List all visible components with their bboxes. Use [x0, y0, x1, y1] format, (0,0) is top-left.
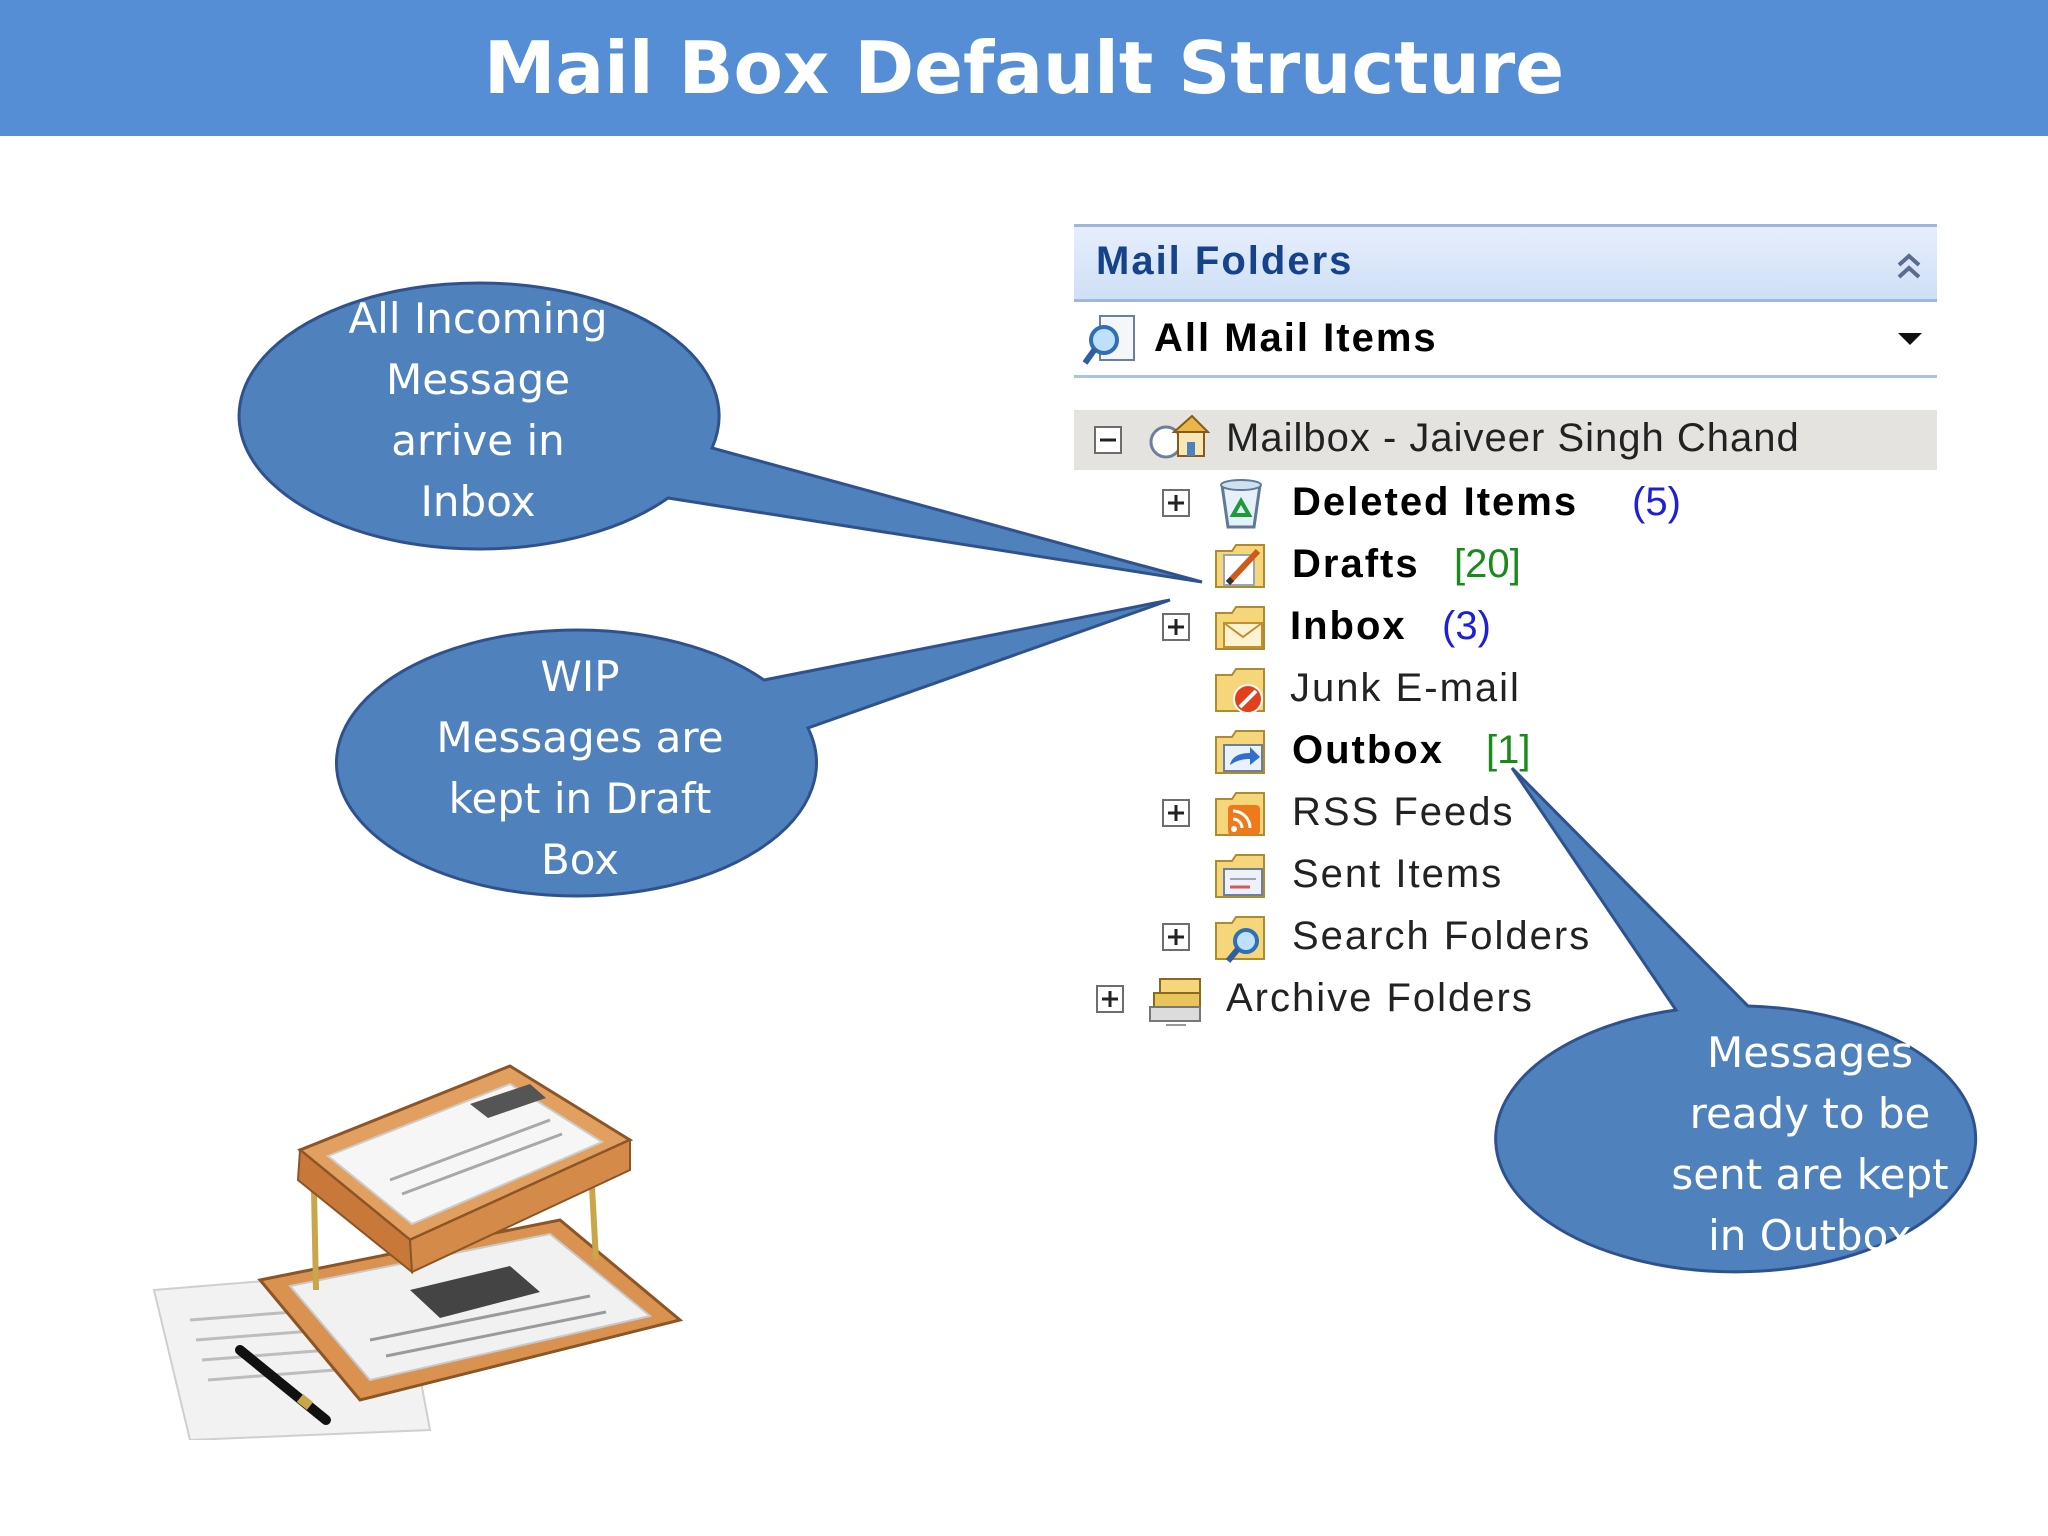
folder-row-outbox[interactable]: Outbox [1] — [1074, 722, 1937, 780]
folder-row-deleted-items[interactable]: Deleted Items (5) — [1074, 474, 1937, 532]
callout-drafts-shape — [334, 598, 1171, 898]
archive-folders-row[interactable]: Archive Folders — [1074, 970, 1937, 1028]
title-bar: Mail Box Default Structure — [0, 0, 2048, 136]
mailbox-row[interactable]: Mailbox - Jaiveer Singh Chand — [1074, 410, 1937, 470]
collapse-box-icon[interactable] — [1094, 426, 1122, 454]
folder-row-rss-feeds[interactable]: RSS Feeds — [1074, 784, 1937, 842]
search-folder-icon — [1215, 916, 1265, 963]
folder-name: Inbox — [1290, 604, 1407, 648]
letter-tray-illustration — [152, 1064, 684, 1440]
item-count: [20] — [1454, 542, 1521, 586]
folder-row-junk-email[interactable]: Junk E-mail — [1074, 660, 1937, 718]
dropdown-arrow-icon[interactable] — [1895, 330, 1925, 348]
folder-row-inbox[interactable]: Inbox (3) — [1074, 598, 1937, 656]
item-count: [1] — [1486, 728, 1531, 772]
archive-folders-label: Archive Folders — [1226, 976, 1534, 1020]
callout-inbox-shape — [237, 281, 1203, 584]
mailbox-label: Mailbox - Jaiveer Singh Chand — [1226, 416, 1800, 460]
mail-folders-panel: Mail Folders All Mail Items Mailbox - Ja… — [1074, 224, 1937, 1044]
folder-name: Junk E-mail — [1290, 666, 1521, 710]
outbox-folder-icon — [1215, 730, 1265, 774]
folder-row-search-folders[interactable]: Search Folders — [1074, 908, 1937, 966]
panel-header[interactable]: Mail Folders — [1074, 224, 1937, 302]
junk-folder-icon — [1215, 668, 1265, 714]
archive-cabinet-icon — [1149, 978, 1201, 1026]
folder-name: Deleted Items — [1292, 480, 1579, 524]
unread-count: (5) — [1632, 480, 1681, 524]
magnifier-document-icon — [1082, 315, 1135, 365]
recycle-bin-icon — [1220, 479, 1262, 529]
expand-box-icon[interactable] — [1162, 489, 1190, 517]
inbox-folder-icon — [1215, 606, 1265, 650]
folder-name: Drafts — [1292, 542, 1420, 586]
callout-outbox-text: Messages ready to be sent are kept in Ou… — [1671, 1028, 1949, 1260]
drafts-folder-icon — [1215, 544, 1265, 588]
mailbox-house-icon — [1149, 414, 1210, 459]
expand-box-icon[interactable] — [1162, 613, 1190, 641]
double-chevron-up-icon[interactable] — [1895, 251, 1923, 283]
callout-outbox-shape — [1494, 766, 1978, 1274]
callout-inbox-text: All Incoming Message arrive in Inbox — [348, 294, 608, 526]
rss-folder-icon — [1215, 792, 1265, 836]
folder-row-sent-items[interactable]: Sent Items — [1074, 846, 1937, 904]
expand-box-icon[interactable] — [1162, 799, 1190, 827]
unread-count: (3) — [1442, 604, 1491, 648]
folder-row-drafts[interactable]: Drafts [20] — [1074, 536, 1937, 594]
folder-name: Outbox — [1292, 728, 1444, 772]
all-mail-items-label: All Mail Items — [1154, 316, 1438, 360]
folder-name: Sent Items — [1292, 852, 1504, 896]
folder-name: RSS Feeds — [1292, 790, 1515, 834]
callout-drafts-text: WIP Messages are kept in Draft Box — [436, 652, 724, 884]
expand-box-icon[interactable] — [1162, 923, 1190, 951]
all-mail-items-row[interactable]: All Mail Items — [1074, 304, 1937, 378]
expand-box-icon[interactable] — [1096, 985, 1124, 1013]
slide-title: Mail Box Default Structure — [483, 26, 1565, 110]
folder-name: Search Folders — [1292, 914, 1592, 958]
sent-folder-icon — [1215, 854, 1265, 898]
panel-header-title: Mail Folders — [1096, 239, 1354, 283]
